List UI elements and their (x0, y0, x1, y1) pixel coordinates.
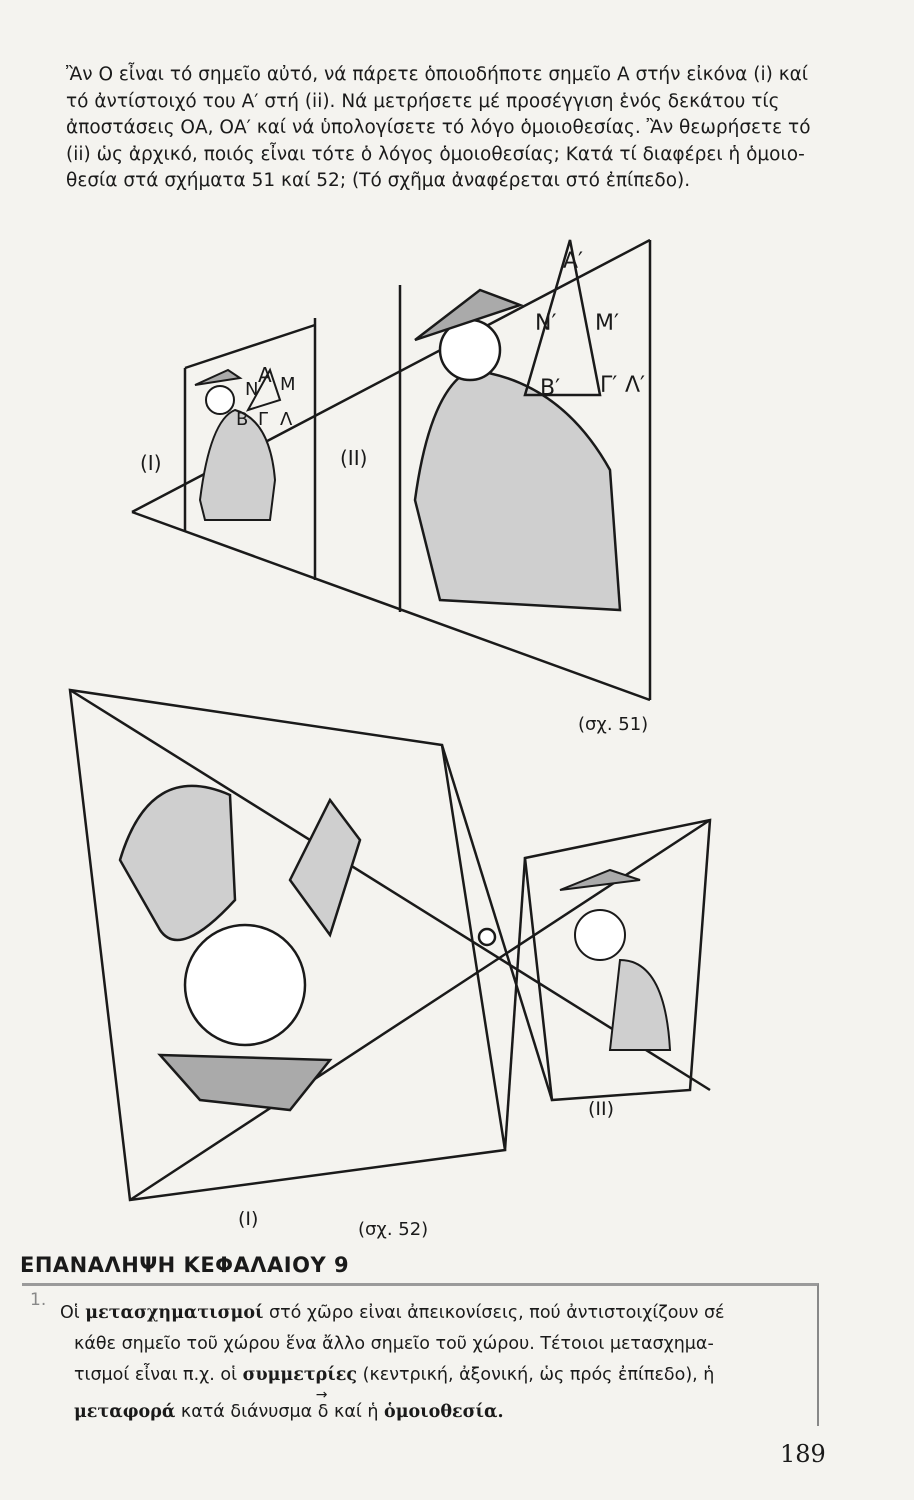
chapter-review-heading: ΕΠΑΝΑΛΗΨΗ ΚΕΦΑΛΑΙΟΥ 9 (20, 1253, 350, 1277)
summary-box (22, 1283, 819, 1426)
term-transformations: μετασχηματισμοί (85, 1303, 264, 1323)
fig51-label-small: Α (258, 363, 272, 387)
upside-down-student-drawing (118, 784, 362, 1112)
paragraph-line: θεσία στά σχήματα 51 καί 52; (Τό σχῆμα ἀ… (66, 170, 691, 191)
fig52-panel-ii-label: (II) (588, 1098, 614, 1120)
fig52-panel-i-label: (I) (238, 1208, 258, 1230)
svg-text:Γ′: Γ′ (600, 373, 617, 398)
svg-text:Ν′: Ν′ (535, 311, 556, 336)
summary-text: Οἱ μετασχηματισμοί στό χῶρο εἰναι ἀπεικο… (60, 1298, 785, 1428)
figure-52 (68, 688, 712, 1202)
svg-text:Μ′: Μ′ (595, 311, 619, 336)
svg-text:Γ: Γ (258, 409, 268, 430)
fig51-panel-ii-label: (II) (340, 446, 367, 470)
fig51-panel-i-label: (I) (140, 451, 162, 475)
figure-51: Α Ν Μ Β Γ Λ Α′ Ν′ Μ′ Β′ Γ′ Λ′ (I) (II) (… (68, 238, 712, 1240)
term-symmetries: συμμετρίες (242, 1365, 358, 1385)
svg-text:Ν: Ν (245, 379, 258, 400)
page-number: 189 (780, 1440, 826, 1468)
term-homothety: ὁμοιοθεσία. (384, 1402, 504, 1422)
fig52-caption: (σχ. 52) (358, 1219, 428, 1240)
small-student-drawing (194, 367, 282, 521)
fig51-caption: (σχ. 51) (578, 714, 648, 735)
paragraph-line: Ἂν Ο εἶναι τό σημεῖο αὐτό, νά πάρετε ὁπο… (66, 64, 809, 85)
vector-delta: δ (316, 1380, 329, 1428)
svg-text:Β′: Β′ (540, 376, 560, 401)
term-translation: μεταφορά (74, 1402, 176, 1422)
svg-text:Λ: Λ (280, 409, 293, 430)
paragraph-line: ἀποστάσεις ΟΑ, ΟΑ′ καί νά ὑπολογίσετε τό… (66, 117, 811, 138)
large-student-drawing (413, 239, 622, 612)
svg-text:Β: Β (236, 409, 248, 430)
svg-text:Α′: Α′ (563, 249, 583, 274)
svg-text:Λ′: Λ′ (625, 373, 645, 398)
paragraph-line: τό ἀντίστοιχό του Α′ στή (ii). Νά μετρήσ… (66, 90, 780, 112)
exercise-paragraph: Ἂν Ο εἶναι τό σημεῖο αὐτό, νά πάρετε ὁπο… (66, 62, 818, 195)
item-number: 1. (30, 1290, 47, 1310)
small-student-drawing-52 (559, 868, 672, 1051)
svg-text:Μ: Μ (280, 374, 296, 395)
paragraph-line: (ii) ὡς ἀρχικό, ποιός εἶναι τότε ὁ λόγος… (66, 143, 805, 165)
